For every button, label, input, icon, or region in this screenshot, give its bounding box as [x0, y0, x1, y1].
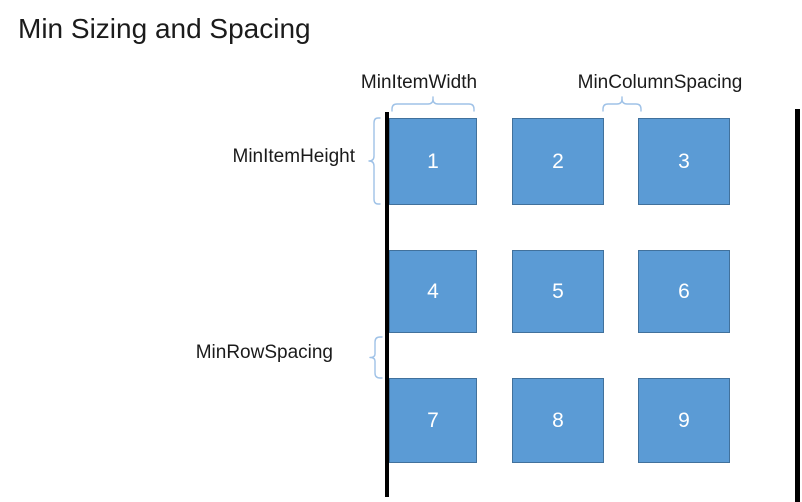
min-column-spacing-label: MinColumnSpacing [577, 72, 743, 93]
grid-item-6: 6 [638, 250, 730, 333]
grid-item-5: 5 [512, 250, 604, 333]
min-item-height-brace [368, 117, 381, 205]
grid-item-number: 5 [552, 279, 564, 303]
min-item-height-label: MinItemHeight [232, 146, 356, 167]
grid-item-9: 9 [638, 378, 730, 463]
min-row-spacing-label: MinRowSpacing [195, 342, 333, 363]
grid-item-8: 8 [512, 378, 604, 463]
grid-item-number: 1 [427, 149, 439, 173]
left-edge-guide-line [385, 112, 389, 497]
grid-item-2: 2 [512, 118, 604, 205]
grid-item-1: 1 [389, 118, 477, 205]
grid-item-3: 3 [638, 118, 730, 205]
grid-item-number: 7 [427, 408, 439, 432]
grid-item-number: 2 [552, 149, 564, 173]
grid-item-number: 9 [678, 408, 690, 432]
min-item-width-label: MinItemWidth [360, 72, 478, 93]
grid-item-number: 4 [427, 279, 439, 303]
min-column-spacing-brace [602, 96, 642, 112]
grid-item-number: 3 [678, 149, 690, 173]
min-row-spacing-brace [369, 336, 383, 379]
grid-item-number: 8 [552, 408, 564, 432]
right-edge-guide-line [795, 109, 800, 502]
grid-item-number: 6 [678, 279, 690, 303]
min-item-width-brace [391, 96, 475, 112]
grid-item-4: 4 [389, 250, 477, 333]
grid-item-7: 7 [389, 378, 477, 463]
page-title: Min Sizing and Spacing [18, 13, 311, 44]
